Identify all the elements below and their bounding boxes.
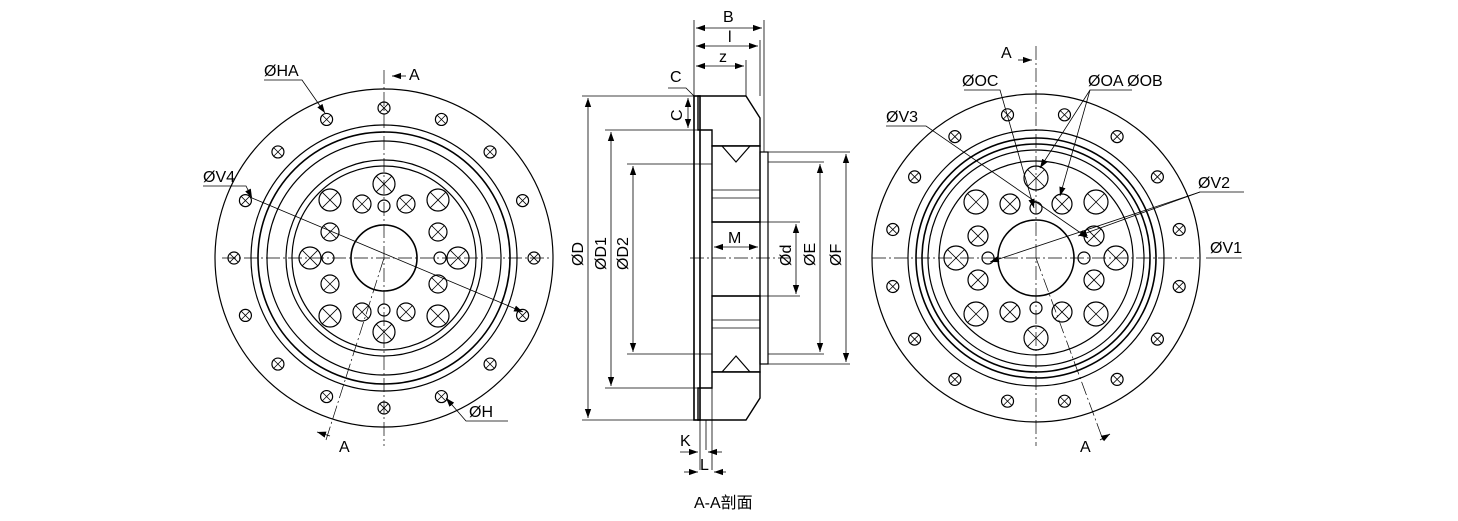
inner-medium-hole: [967, 225, 989, 247]
section-a-top-right: A: [1001, 45, 1012, 62]
inner-medium-hole: [999, 301, 1021, 323]
left-centerlines: [222, 70, 552, 446]
inner-medium-hole: [352, 302, 372, 322]
section-a-top-left: A: [409, 67, 420, 84]
inner-medium-hole: [320, 274, 340, 294]
inner-medium-hole: [999, 193, 1021, 215]
dim-phi-d-bore-label: Ød: [778, 245, 795, 266]
inner-medium-hole: [428, 274, 448, 294]
dim-b-label: B: [723, 9, 734, 26]
outer-bolt-hole: [515, 308, 530, 323]
dim-l-label: l: [728, 29, 732, 46]
outer-bolt-hole: [238, 308, 253, 323]
outer-bolt-hole: [319, 389, 334, 404]
phi-v1-label: ØV1: [1210, 240, 1242, 257]
right-leaders: [886, 56, 1244, 442]
outer-bolt-hole: [434, 112, 449, 127]
section-a-bottom-left: A: [339, 439, 350, 456]
outer-bolt-hole: [908, 332, 922, 346]
outer-bolt-hole: [1150, 332, 1164, 346]
phi-oc-label: ØOC: [962, 73, 998, 90]
phi-v2-label: ØV2: [1198, 175, 1230, 192]
outer-bolt-hole: [434, 389, 449, 404]
outer-bolt-hole: [319, 112, 334, 127]
inner-medium-hole: [1051, 193, 1073, 215]
inner-large-hole: [963, 301, 989, 327]
inner-large-hole: [1083, 189, 1109, 215]
inner-large-hole: [318, 304, 342, 328]
phi-v4-label: ØV4: [203, 169, 235, 186]
dim-phi-e-label: ØE: [802, 243, 819, 266]
dim-phi-f-label: ØF: [828, 244, 845, 266]
outer-bolt-hole: [483, 145, 497, 159]
dim-c-side-label: C: [669, 109, 686, 121]
inner-medium-hole: [320, 222, 340, 242]
outer-bolt-hole: [1172, 222, 1186, 237]
outer-bolt-hole: [1172, 279, 1186, 294]
phi-v3-label: ØV3: [886, 109, 918, 126]
section-caption: A-A剖面: [694, 494, 753, 512]
outer-bolt-hole: [1057, 394, 1072, 408]
dim-phi-d2-label: ØD2: [615, 237, 632, 270]
phi-h-label: ØH: [469, 404, 493, 421]
outer-bolt-hole: [483, 357, 497, 371]
outer-bolt-hole: [1057, 108, 1072, 122]
inner-medium-hole: [396, 302, 416, 322]
inner-large-hole: [1083, 301, 1109, 327]
outer-bolt-hole: [886, 222, 900, 237]
section-a-bottom-right: A: [1080, 439, 1091, 456]
outer-bolt-hole: [1150, 170, 1164, 184]
left-leaders: [203, 72, 524, 438]
dim-phi-d1-label: ØD1: [593, 237, 610, 270]
dim-phi-d-outer-label: ØD: [570, 242, 587, 266]
right-outer-bolt-holes: [886, 108, 1186, 408]
outer-bolt-hole: [238, 193, 253, 208]
dim-m-label: M: [728, 230, 741, 247]
inner-large-hole: [318, 188, 342, 212]
dim-c-top-label: C: [670, 69, 682, 86]
outer-bolt-hole: [271, 357, 285, 371]
right-rear-view: A ØOC ØOA ØOB ØV3 ØV2 ØV1 A: [871, 45, 1244, 456]
inner-medium-hole: [1083, 269, 1105, 291]
inner-medium-hole: [1051, 301, 1073, 323]
inner-medium-hole: [967, 269, 989, 291]
dim-l-bottom-label: L: [700, 457, 709, 474]
outer-bolt-hole: [271, 145, 285, 159]
outer-bolt-hole: [948, 130, 962, 144]
section-view-a-a: B l z C C M ØD ØD1 ØD2 Ød ØE ØF K L A-A剖…: [570, 9, 850, 512]
right-centerlines: [872, 46, 1202, 446]
outer-bolt-hole: [515, 193, 530, 208]
inner-medium-hole: [428, 222, 448, 242]
left-front-view: ØHA ØV4 ØH A A: [203, 63, 554, 456]
inner-medium-hole: [1083, 225, 1105, 247]
outer-bolt-hole: [1000, 394, 1015, 408]
dim-z-label: z: [719, 49, 727, 66]
outer-bolt-hole: [886, 279, 900, 294]
dimension-lines: [584, 24, 850, 476]
outer-bolt-hole: [948, 372, 962, 386]
inner-large-hole: [963, 189, 989, 215]
inner-large-hole: [426, 304, 450, 328]
inner-large-hole: [426, 188, 450, 212]
outer-bolt-hole: [908, 170, 922, 184]
outer-bolt-hole: [1110, 372, 1124, 386]
phi-oa-ob-label: ØOA ØOB: [1088, 73, 1163, 90]
inner-medium-hole: [396, 194, 416, 214]
phi-ha-label: ØHA: [264, 63, 299, 80]
outer-bolt-hole: [1110, 130, 1124, 144]
extension-lines: [582, 20, 850, 470]
inner-medium-hole: [352, 194, 372, 214]
dim-k-label: K: [680, 433, 691, 450]
